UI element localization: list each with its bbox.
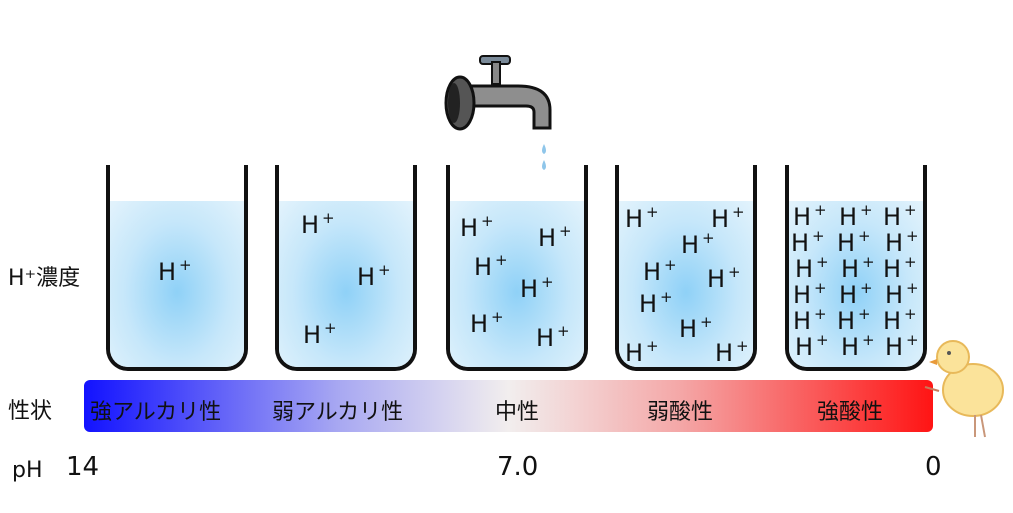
scale-neutral: 中性: [495, 400, 540, 425]
beaker-strong-alkaline: H+: [106, 165, 248, 371]
h-ion: H+: [883, 201, 917, 231]
h-ion: H+: [357, 261, 391, 291]
h-ion: H+: [711, 203, 745, 233]
faucet-icon: [444, 55, 552, 170]
h-ion: H+: [883, 305, 917, 335]
h-ion: H+: [707, 263, 741, 293]
h-ion: H+: [460, 212, 494, 242]
h-ion: H+: [793, 201, 827, 231]
ph-value-7: 7.0: [497, 452, 539, 482]
property-label: 性状: [8, 399, 53, 424]
h-ion: H+: [793, 279, 827, 309]
ph-label: pH: [12, 458, 43, 483]
h-ion: H+: [837, 305, 871, 335]
water: [450, 201, 584, 367]
h-ion: H+: [837, 227, 871, 257]
h-ion: H+: [841, 331, 875, 361]
h-ion: H+: [679, 313, 713, 343]
water: [789, 201, 923, 367]
beaker-strong-acid: H+ H+ H+ H+ H+ H+ H+ H+ H+ H+ H+ H+ H+ H…: [785, 165, 927, 371]
h-ion: H+: [795, 253, 829, 283]
ph-value-14: 14: [66, 452, 100, 482]
beaker-weak-alkaline: H+ H+ H+: [275, 165, 417, 371]
h-ion: H+: [625, 337, 659, 367]
h-ion: H+: [715, 337, 749, 367]
scale-weak-alkaline: 弱アルカリ性: [272, 400, 404, 425]
h-ion: H+: [795, 331, 829, 361]
h-ion: H+: [474, 251, 508, 281]
h-ion: H+: [841, 253, 875, 283]
scale-weak-acid: 弱酸性: [647, 400, 714, 425]
ph-gradient-bar: [84, 380, 933, 432]
chick-icon: [924, 340, 1004, 438]
h-ion: H+: [839, 201, 873, 231]
h-ion: H+: [793, 305, 827, 335]
beaker-weak-acid: H+ H+ H+ H+ H+ H+ H+ H+ H+: [615, 165, 757, 371]
concentration-label: H⁺濃度: [8, 266, 81, 291]
h-ion: H+: [883, 253, 917, 283]
h-ion: H+: [538, 222, 572, 252]
h-ion: H+: [639, 288, 673, 318]
h-ion: H+: [470, 308, 504, 338]
h-ion: H+: [536, 322, 570, 352]
h-ion: H+: [885, 331, 919, 361]
scale-strong-alkaline: 強アルカリ性: [90, 400, 222, 425]
water: [110, 201, 244, 367]
h-ion: H+: [301, 209, 335, 239]
h-ion: H+: [885, 279, 919, 309]
h-ion: H+: [625, 203, 659, 233]
water: [619, 201, 753, 367]
h-ion: H+: [885, 227, 919, 257]
h-ion: H+: [681, 229, 715, 259]
h-ion: H+: [158, 256, 192, 286]
beaker-neutral: H+ H+ H+ H+ H+ H+: [446, 165, 588, 371]
h-ion: H+: [643, 256, 677, 286]
h-ion: H+: [303, 319, 337, 349]
h-ion: H+: [839, 279, 873, 309]
h-ion: H+: [520, 273, 554, 303]
ph-value-0: 0: [925, 452, 942, 482]
h-ion: H+: [791, 227, 825, 257]
scale-strong-acid: 強酸性: [817, 400, 884, 425]
water: [279, 201, 413, 367]
